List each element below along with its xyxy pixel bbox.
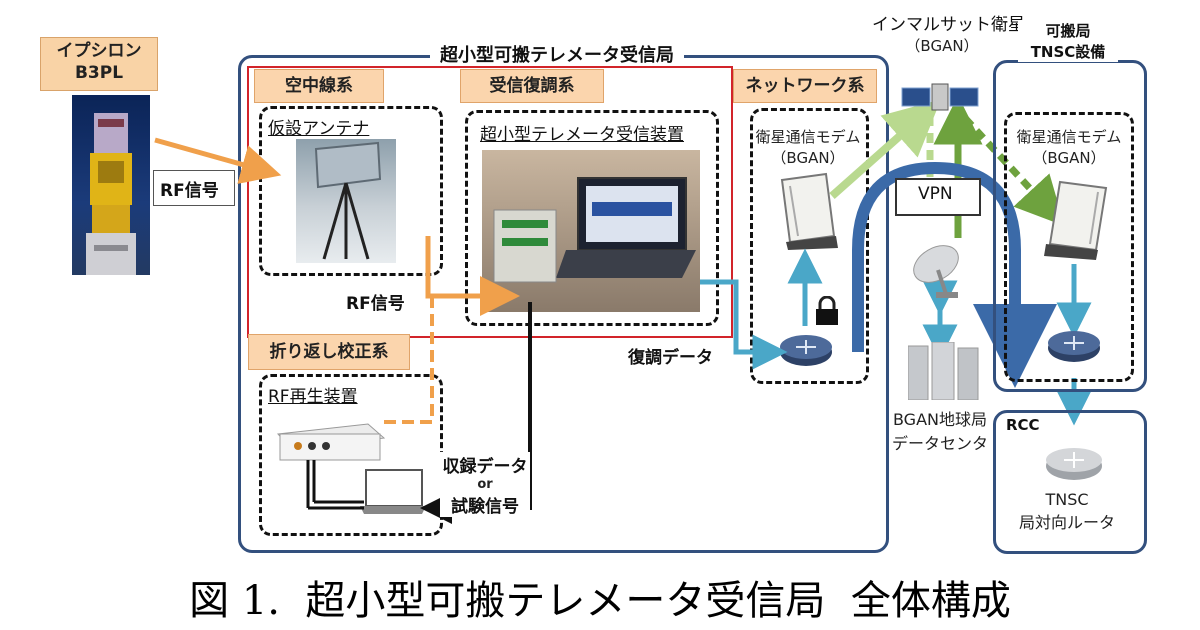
rf-arrow-antenna — [425, 236, 520, 316]
rf-player-icon — [276, 423, 426, 514]
epsilon-name: イプシロン — [56, 41, 142, 61]
satellite-name: インマルサット衛星 — [872, 15, 1025, 35]
satellite-label: インマルサット衛星 （BGAN） — [872, 10, 1025, 56]
rcc-router-icon — [1046, 448, 1102, 480]
rcc-router-name: TNSC — [1045, 490, 1089, 509]
network-modem-name: 衛星通信モデム — [755, 128, 861, 146]
rcc-label: RCC — [1006, 416, 1040, 434]
loopback-label: RF再生装置 — [268, 387, 358, 407]
antenna-label: 仮設アンテナ — [268, 119, 370, 139]
portable-dashed-box — [1004, 112, 1134, 382]
station-title: 超小型可搬テレメータ受信局 — [430, 41, 684, 67]
ground-station-name: BGAN地球局 — [892, 410, 987, 429]
satellite-type: （BGAN） — [905, 37, 979, 55]
network-modem-icon — [780, 172, 838, 250]
recorded-data-line3: 試験信号 — [451, 497, 519, 517]
portable-modem-label: 衛星通信モデム （BGAN） — [1006, 126, 1132, 168]
portable-label: 可搬局 TNSC設備 — [1018, 20, 1118, 62]
demod-box — [465, 110, 719, 326]
demod-label: 超小型テレメータ受信装置 — [480, 125, 684, 145]
loopback-header: 折り返し校正系 — [248, 334, 410, 370]
recorded-data-label: 収録データ or 試験信号 — [440, 452, 530, 517]
rcc-frame — [993, 410, 1147, 554]
demod-system-header: 受信復調系 — [460, 69, 604, 103]
red-frame — [247, 66, 733, 338]
rf-signal-label-1: RF信号 — [160, 181, 219, 201]
demod-data-label: 復調データ — [628, 348, 713, 368]
demod-data-arrow — [700, 279, 788, 370]
loopback-dashed-line — [382, 296, 434, 424]
dish-icon — [913, 245, 959, 298]
epsilon-model: B3PL — [74, 63, 124, 83]
ground-station-datacenter: データセンタ — [891, 434, 988, 453]
vpn-arc — [852, 161, 1057, 388]
antenna-icon — [314, 141, 382, 260]
antenna-box — [259, 106, 443, 276]
network-box — [750, 108, 869, 384]
rf-signal-label-box — [153, 170, 235, 206]
network-system-header: ネットワーク系 — [733, 69, 877, 103]
figure-caption: 図 1. 超小型可搬テレメータ受信局 全体構成 — [189, 578, 1011, 624]
portable-equipment: TNSC設備 — [1030, 43, 1106, 61]
portable-modem-type: （BGAN） — [1032, 149, 1106, 167]
rcc-router-desc: 局対向ルータ — [1018, 513, 1115, 532]
rf-signal-label-2: RF信号 — [346, 294, 405, 314]
lock-icon — [816, 296, 838, 325]
laptop-icon — [493, 177, 696, 283]
receiver-photo — [482, 150, 700, 312]
epsilon-label: イプシロン B3PL — [40, 37, 158, 91]
network-modem-type: （BGAN） — [771, 149, 845, 167]
portable-name: 可搬局 — [1045, 22, 1091, 40]
vpn-label: VPN — [918, 184, 953, 204]
rocket-icon — [86, 113, 136, 275]
rcc-router-label: TNSC 局対向ルータ — [1000, 490, 1134, 533]
portable-modem-name: 衛星通信モデム — [1016, 128, 1122, 146]
rocket-image — [72, 95, 150, 275]
portable-modem-icon — [1044, 180, 1108, 260]
recorded-data-line1: 収録データ — [442, 457, 528, 477]
portable-router-icon — [1048, 331, 1100, 362]
satellite-icon — [901, 83, 979, 111]
modem-to-satellite-arrow — [829, 99, 941, 199]
vpn-box — [895, 178, 981, 216]
antenna-photo — [296, 139, 396, 263]
network-router-icon — [780, 335, 832, 366]
recorded-data-or: or — [477, 477, 493, 492]
network-modem-label: 衛星通信モデム （BGAN） — [748, 126, 868, 168]
antenna-system-header: 空中線系 — [254, 69, 384, 103]
rf-arrow-rocket — [154, 137, 282, 184]
datacenter-icon — [908, 342, 979, 400]
satellite-to-portable-dashed — [962, 115, 1065, 227]
ground-station-label: BGAN地球局 データセンタ — [880, 406, 1000, 454]
